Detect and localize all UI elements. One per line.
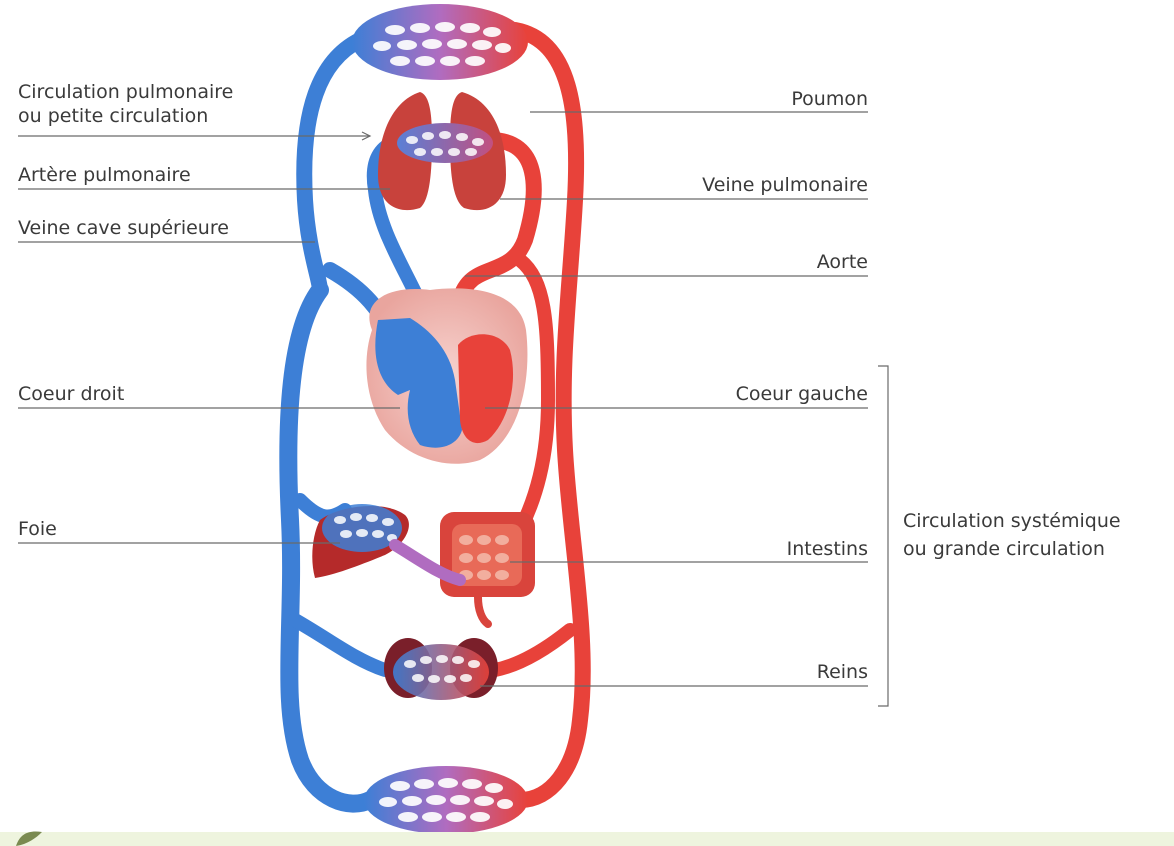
right-heart-label: Coeur droit (18, 383, 125, 405)
upper-capillary-bed (352, 4, 528, 80)
lung-label: Poumon (791, 88, 868, 110)
kidneys-label: Reins (816, 661, 868, 683)
intestines-organ (389, 512, 535, 628)
footer-band (0, 832, 1174, 846)
systemic-circulation-line2: ou grande circulation (903, 538, 1105, 560)
pulmonary-circulation-line2: ou petite circulation (18, 105, 209, 127)
lungs-organ (378, 92, 506, 211)
systemic-circulation-label: Circulation systémique ou grande circula… (903, 507, 1121, 563)
lower-capillary-bed (364, 766, 528, 834)
pulmonary-vein-label: Veine pulmonaire (702, 174, 868, 196)
intestines-label: Intestins (786, 538, 868, 560)
leaf-icon (16, 831, 42, 846)
leader-lines (18, 111, 889, 707)
pulmonary-circulation-line1: Circulation pulmonaire (18, 81, 234, 103)
liver-organ (312, 504, 409, 578)
superior-vena-cava-label: Veine cave supérieure (18, 217, 229, 239)
left-heart-label: Coeur gauche (735, 383, 868, 405)
liver-label: Foie (18, 518, 57, 540)
kidneys-organ (384, 638, 498, 700)
pulmonary-circulation-label: Circulation pulmonaire ou petite circula… (18, 80, 233, 128)
heart-organ (366, 288, 528, 464)
aorta-label: Aorte (816, 251, 868, 273)
pulmonary-artery-label: Artère pulmonaire (18, 164, 191, 186)
systemic-circulation-line1: Circulation systémique (903, 510, 1121, 532)
